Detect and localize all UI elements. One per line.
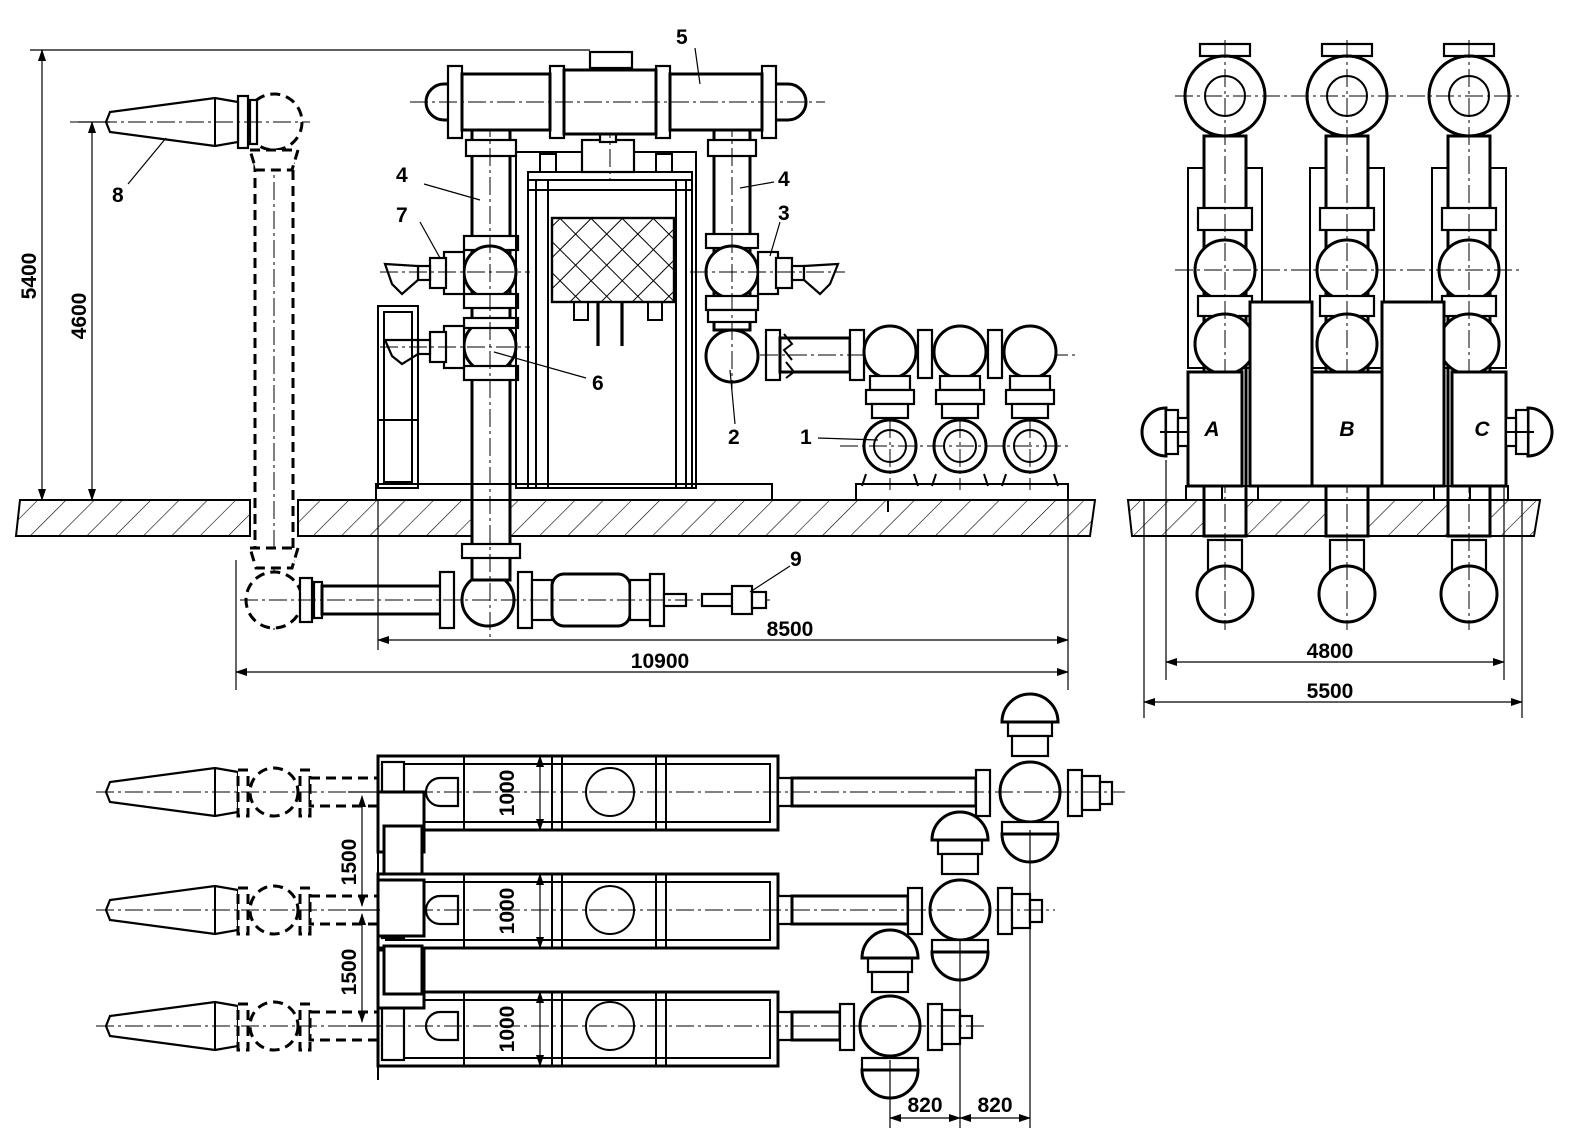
side-dimensions [1143, 460, 1523, 718]
bottom-pipe [240, 570, 770, 630]
unit-boxes [1185, 300, 1509, 501]
dim-side-inner: 4800 [1307, 640, 1354, 663]
control-cabinet [377, 305, 419, 489]
dim-side-outer: 5500 [1307, 680, 1354, 703]
side-view [1126, 40, 1554, 718]
callout-9: 9 [790, 548, 802, 571]
riser-pipe [236, 92, 304, 630]
callout-7: 7 [396, 204, 408, 227]
dim-length-total: 10900 [631, 650, 689, 673]
labels: 5 4 4 3 7 6 2 1 8 9 5400 4600 8500 10900… [18, 26, 1490, 1117]
ground-slab [14, 499, 1097, 537]
plan-manifold [376, 756, 426, 1080]
dim-offset-2: 820 [977, 1094, 1012, 1117]
front-view [14, 47, 1097, 690]
unit-label-a: A [1203, 418, 1219, 441]
dim-height-nozzle: 4600 [68, 293, 91, 340]
unit-label-c: C [1474, 418, 1490, 441]
callout-6: 6 [592, 372, 604, 395]
plan-row-2 [96, 810, 1055, 982]
front-dimensions [30, 49, 1069, 690]
right-column [702, 90, 762, 390]
pump-group [760, 324, 1075, 512]
callout-3: 3 [778, 202, 790, 225]
dim-module-width-1: 1000 [496, 770, 519, 817]
plan-dimensions [348, 755, 1031, 1128]
valve-3 [690, 250, 845, 296]
plan-row-1 [96, 692, 1125, 864]
left-column [460, 90, 522, 640]
side-column-b [1305, 40, 1389, 630]
plan-row-3 [96, 928, 985, 1100]
callout-4-left: 4 [396, 164, 408, 187]
callout-5: 5 [676, 26, 688, 49]
unit-label-b: B [1339, 418, 1354, 441]
end-cap-9 [700, 584, 768, 616]
callout-2: 2 [728, 426, 740, 449]
dim-length-base: 8500 [767, 618, 814, 641]
callout-1: 1 [800, 426, 812, 449]
plan-view [96, 692, 1125, 1128]
valve-7 [380, 250, 530, 296]
dim-module-width-2: 1000 [496, 888, 519, 935]
dim-plan-spacing-2: 1500 [338, 949, 361, 996]
dim-module-width-3: 1000 [496, 1006, 519, 1053]
callout-8: 8 [112, 184, 124, 207]
valve-6 [380, 324, 530, 370]
central-frame [375, 120, 773, 501]
dim-plan-spacing-1: 1500 [338, 839, 361, 886]
leader-lines [127, 47, 879, 593]
callout-4-right: 4 [778, 168, 790, 191]
header-manifold [410, 50, 825, 140]
side-motors [1140, 406, 1554, 458]
dim-offset-1: 820 [907, 1094, 942, 1117]
dim-height-total: 5400 [18, 253, 41, 300]
